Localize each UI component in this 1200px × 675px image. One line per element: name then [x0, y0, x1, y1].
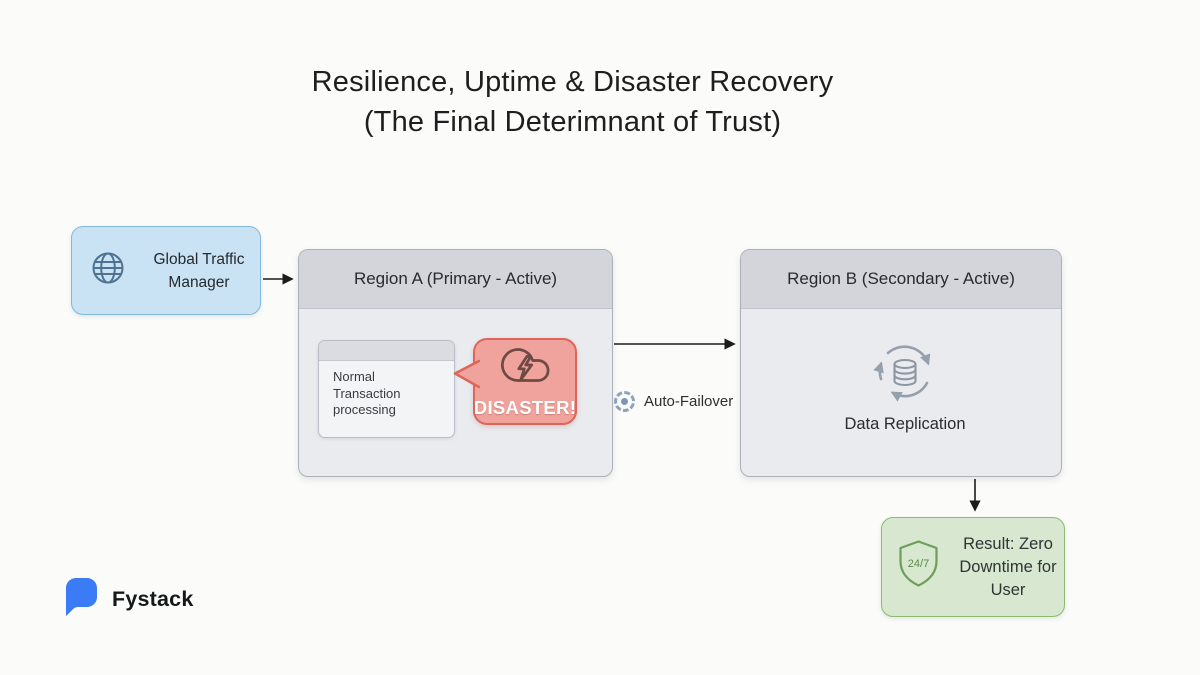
transaction-window: Normal Transaction processing [318, 340, 455, 438]
data-replication-sync-icon [870, 337, 940, 412]
result-node: 24/7 Result: Zero Downtime for User [881, 517, 1065, 617]
failover-dot [621, 397, 628, 405]
region-b-title: Region B (Secondary - Active) [787, 269, 1015, 288]
region-a-header: Region A (Primary - Active) [299, 250, 612, 309]
storm-cloud-lightning-icon [496, 340, 554, 395]
auto-failover: Auto-Failover [614, 389, 739, 413]
disaster-callout-tail [453, 359, 480, 389]
brand-footer: Fystack [66, 578, 193, 621]
global-traffic-manager-node: Global Traffic Manager [71, 226, 261, 315]
window-titlebar [319, 341, 454, 361]
disaster-label: DISASTER! [473, 397, 577, 418]
region-b-node: Region B (Secondary - Active) [740, 249, 1062, 477]
page-title: Resilience, Uptime & Disaster Recovery (… [0, 62, 1145, 142]
shield-24-7-icon: 24/7 [895, 538, 942, 596]
region-b-header: Region B (Secondary - Active) [741, 250, 1061, 309]
failover-target-icon [614, 390, 635, 412]
globe-icon [87, 247, 129, 294]
title-line-1: Resilience, Uptime & Disaster Recovery [311, 66, 834, 98]
disaster-callout: DISASTER! [473, 338, 577, 425]
title-line-2: (The Final Deterimnant of Trust) [363, 106, 782, 138]
shield-badge-label: 24/7 [908, 558, 929, 570]
auto-failover-label: Auto-Failover [644, 392, 734, 410]
gtm-label: Global Traffic Manager [153, 250, 245, 291]
brand-name: Fystack [112, 587, 194, 611]
result-label: Result: Zero Downtime for User [959, 534, 1057, 599]
data-replication-label: Data Replication [844, 415, 966, 433]
region-a-title: Region A (Primary - Active) [353, 269, 558, 288]
fystack-logo-icon [66, 578, 97, 621]
transaction-window-text: Normal Transaction processing [333, 369, 401, 417]
